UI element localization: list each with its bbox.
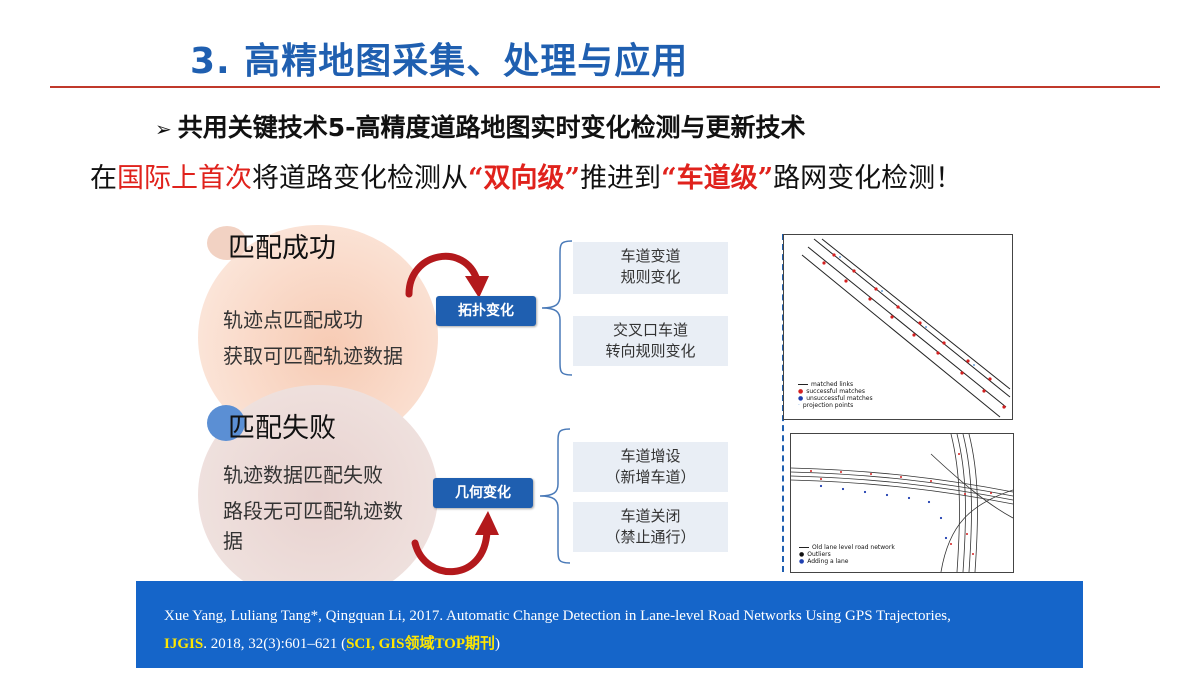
- matching-map-image: [801, 238, 1011, 418]
- headline-highlight: 国际上首次: [117, 163, 252, 194]
- citation-index: SCI, GIS领域TOP期刊: [346, 636, 496, 652]
- match-success-text: 轨迹点匹配成功 获取可匹配轨迹数据: [223, 305, 413, 371]
- match-success-line: 轨迹点匹配成功: [223, 308, 363, 332]
- match-fail-line: 路段无可匹配轨迹数据: [223, 499, 403, 553]
- headline-highlight: “车道级”: [661, 163, 774, 194]
- citation-line2: IJGIS. 2018, 32(3):601–621 (SCI, GIS领域TO…: [164, 632, 500, 653]
- brace-geometry-icon: [539, 428, 571, 564]
- item-intersection-turn-rule: 交叉口车道 转向规则变化: [573, 316, 728, 366]
- item-line: 车道关闭: [620, 507, 681, 525]
- item-line: 规则变化: [620, 268, 681, 286]
- item-line: 交叉口车道: [612, 321, 688, 339]
- brace-topology-icon: [541, 240, 573, 376]
- headline-part: 在: [90, 163, 117, 194]
- subtitle-text: 共用关键技术5-高精度道路地图实时变化检测与更新技术: [177, 113, 806, 142]
- item-line: 车道增设: [620, 447, 681, 465]
- citation-journal: IJGIS: [164, 636, 204, 652]
- item-line: （新增车道）: [605, 468, 696, 486]
- match-success-dot: [207, 226, 247, 260]
- citation-volume: . 2018, 32(3):601–621 (: [203, 636, 347, 652]
- item-line: 车道变道: [620, 247, 681, 265]
- category-geometry: 几何变化: [433, 478, 533, 508]
- curved-arrow-bottom-icon: [411, 511, 499, 576]
- legend-label: Old lane level road network: [812, 544, 895, 551]
- figure-matching-result: matched links ●successful matches ●unsuc…: [783, 234, 1013, 420]
- slide-title: 3. 高精地图采集、处理与应用: [190, 41, 689, 82]
- legend-label: Adding a lane: [807, 558, 849, 565]
- legend-label: Outliers: [807, 551, 831, 558]
- headline-part: 推进到: [580, 163, 662, 194]
- legend-label: unsuccessful matches: [806, 395, 873, 402]
- legend-label: projection points: [802, 402, 854, 409]
- headline-part: 路网变化检测！: [773, 163, 963, 194]
- legend-label: matched links: [811, 381, 854, 388]
- match-success-line: 获取可匹配轨迹数据: [223, 344, 403, 368]
- curved-arrow-top-icon: [405, 252, 489, 298]
- citation-line1: Xue Yang, Luliang Tang*, Qingquan Li, 20…: [164, 608, 951, 624]
- item-line: （禁止通行）: [605, 528, 696, 546]
- item-line: 转向规则变化: [605, 342, 696, 360]
- item-lane-closure: 车道关闭 （禁止通行）: [573, 502, 728, 552]
- title-divider: [50, 86, 1160, 88]
- figure-lane-addition: Old lane level road network ●Outliers ●A…: [790, 433, 1014, 573]
- subtitle: ➢共用关键技术5-高精度道路地图实时变化检测与更新技术: [155, 108, 806, 144]
- match-fail-heading: 匹配失败: [228, 413, 336, 444]
- bullet-arrow-icon: ➢: [155, 117, 172, 141]
- headline: 在国际上首次将道路变化检测从“双向级”推进到“车道级”路网变化检测！: [90, 156, 962, 195]
- item-lane-change-rule: 车道变道 规则变化: [573, 242, 728, 294]
- match-success-heading: 匹配成功: [228, 233, 336, 264]
- lane-addition-map-image: [790, 433, 1014, 573]
- headline-part: 将道路变化检测从: [252, 163, 468, 194]
- legend-label: successful matches: [806, 388, 866, 395]
- figure-top-legend: matched links ●successful matches ●unsuc…: [798, 381, 873, 409]
- figure-bottom-legend: Old lane level road network ●Outliers ●A…: [799, 544, 895, 565]
- match-fail-text: 轨迹数据匹配失败 路段无可匹配轨迹数据: [223, 460, 413, 556]
- category-topology: 拓扑变化: [436, 296, 536, 326]
- headline-highlight: “双向级”: [468, 163, 581, 194]
- match-fail-dot: [207, 405, 245, 441]
- item-lane-addition: 车道增设 （新增车道）: [573, 442, 728, 492]
- citation-box: Xue Yang, Luliang Tang*, Qingquan Li, 20…: [136, 581, 1083, 668]
- citation-close: ): [495, 636, 501, 652]
- match-fail-line: 轨迹数据匹配失败: [223, 463, 383, 487]
